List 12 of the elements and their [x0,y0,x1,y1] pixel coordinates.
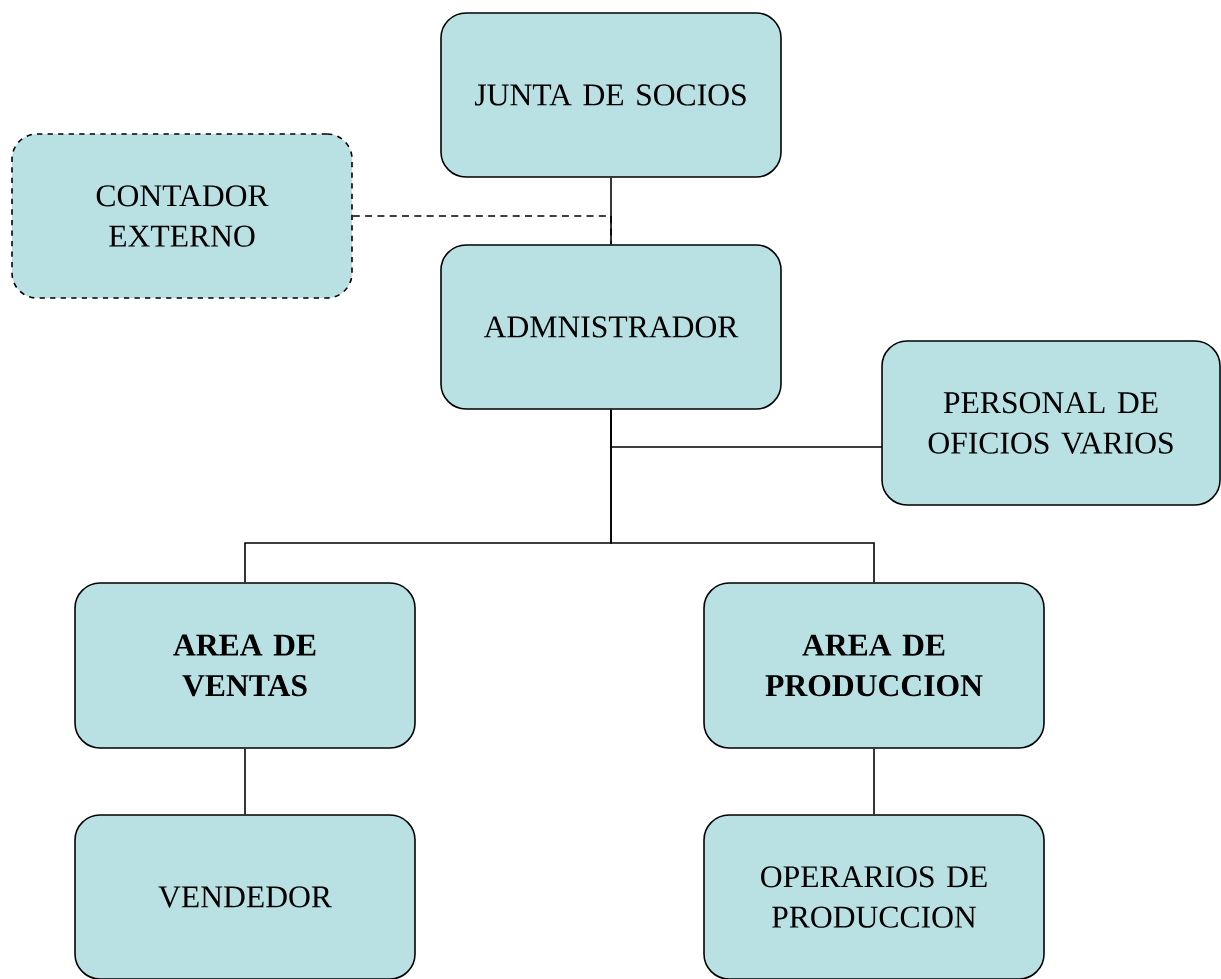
connector-line [610,409,875,583]
org-box: VENDEDOR [74,814,416,979]
org-box: ADMNISTRADOR [440,244,782,410]
org-box: AREA DE PRODUCCION [703,582,1045,749]
org-box: JUNTA DE SOCIOS [440,12,782,178]
org-box: AREA DE VENTAS [74,582,416,749]
connector-line [873,748,875,815]
connector-line [352,215,612,245]
connector-line [244,748,246,815]
dashed-box: CONTADOR EXTERNO [11,133,353,299]
org-box: OPERARIOS DE PRODUCCION [703,814,1045,979]
org-box: PERSONAL DE OFICIOS VARIOS [881,340,1221,506]
